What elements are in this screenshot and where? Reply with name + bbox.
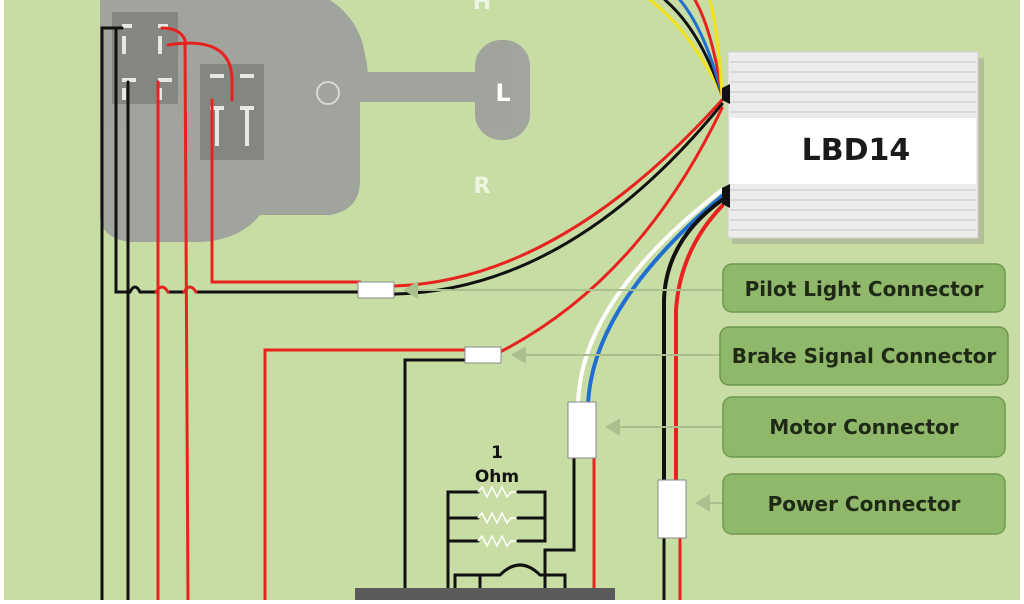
wire-yellow-top <box>648 0 724 97</box>
switch-position-h-label: H <box>473 0 491 15</box>
wire-brake-red <box>263 348 467 602</box>
switch-lever-arm <box>360 72 490 102</box>
pilot-light-connector-label: Pilot Light Connector <box>745 277 984 301</box>
wire-pilot-red <box>393 98 724 288</box>
module-label: LBD14 <box>802 133 911 168</box>
power-connector-label: Power Connector <box>768 492 961 516</box>
pilot-light-plug <box>357 281 395 299</box>
resistor-unit: Ohm <box>475 467 519 487</box>
resistor-3 <box>477 534 516 548</box>
module-ribs <box>730 61 976 231</box>
motor-label-box <box>722 396 1006 458</box>
wire-red-left-2 <box>160 26 190 602</box>
power-plug <box>657 479 687 539</box>
wires <box>100 0 724 602</box>
wire-power-red <box>674 204 724 482</box>
inline-connectors <box>357 281 687 539</box>
label-pointers <box>403 281 724 512</box>
wire-brake-black <box>403 358 467 602</box>
motor-connector-label: Motor Connector <box>769 415 958 439</box>
wire-motor-white <box>576 188 724 407</box>
switch-lever-knob <box>475 40 530 140</box>
resistor-1 <box>477 485 516 499</box>
contact-block-1 <box>112 12 178 104</box>
resistor-network <box>477 485 516 548</box>
lbd14-module: LBD14 <box>722 51 984 244</box>
wire-red-jumper <box>166 41 234 102</box>
switch-position-l-label: L <box>495 79 510 107</box>
wire-black-left-1 <box>100 26 124 602</box>
power-label-box <box>722 473 1006 535</box>
pilot-light-label-box <box>722 263 1006 313</box>
brake-signal-plug <box>464 346 502 364</box>
wire-motor-blue <box>586 194 724 407</box>
wire-power-black <box>662 198 724 482</box>
resistor-2 <box>477 511 516 525</box>
resistor-value: 1 <box>491 443 503 463</box>
switch-position-r-label: R <box>474 174 491 199</box>
brake-signal-connector-label: Brake Signal Connector <box>732 344 997 368</box>
switch-position-o-marker <box>316 81 340 105</box>
connector-labels: Pilot Light Connector Brake Signal Conne… <box>719 263 1009 535</box>
motor-plug <box>567 401 597 459</box>
brake-signal-label-box <box>719 326 1009 386</box>
terminal-strip <box>355 588 615 600</box>
